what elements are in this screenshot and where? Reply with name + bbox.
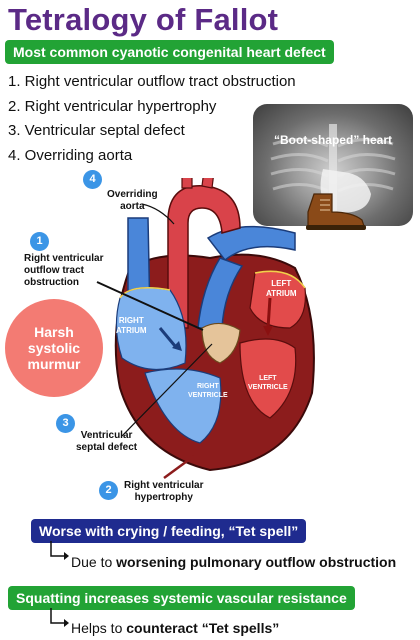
callout-badge-3: 3 <box>56 414 75 433</box>
boot-icon <box>306 193 366 230</box>
callout-line-1 <box>96 281 204 331</box>
callout-line-4 <box>141 203 175 225</box>
list-item: 3. Ventricular septal defect <box>8 122 185 139</box>
callout-badge-1: 1 <box>30 232 49 251</box>
cyanotic-banner: Most common cyanotic congenital heart de… <box>5 40 334 64</box>
arrow-right-icon <box>50 541 69 560</box>
squatting-banner: Squatting increases systemic vascular re… <box>8 586 355 610</box>
due-to-text: Due to worsening pulmonary outflow obstr… <box>71 554 397 570</box>
callout-line-2 <box>163 454 195 480</box>
boot-shaped-label: “Boot-shaped” heart <box>273 133 392 147</box>
tet-spell-banner: Worse with crying / feeding, “Tet spell” <box>31 519 307 543</box>
heart-diagram <box>114 178 315 472</box>
xray-drawing <box>270 124 396 224</box>
defects-list: 1. Right ventricular outflow tract obstr… <box>8 70 296 168</box>
list-item: 1. Right ventricular outflow tract obstr… <box>8 73 296 90</box>
callout-line-3 <box>121 343 213 437</box>
list-item: 2. Right ventricular hypertrophy <box>8 97 217 115</box>
callout-badge-4: 4 <box>83 170 102 189</box>
callout-badge-2: 2 <box>99 481 118 500</box>
page-title: Tetralogy of Fallot <box>8 2 279 37</box>
list-item: 4. Overriding aorta <box>8 146 133 164</box>
helps-to-text: Helps to counteract “Tet spells” <box>71 620 280 636</box>
arrow-right-icon <box>50 608 69 627</box>
chest-xray-image <box>253 104 413 226</box>
